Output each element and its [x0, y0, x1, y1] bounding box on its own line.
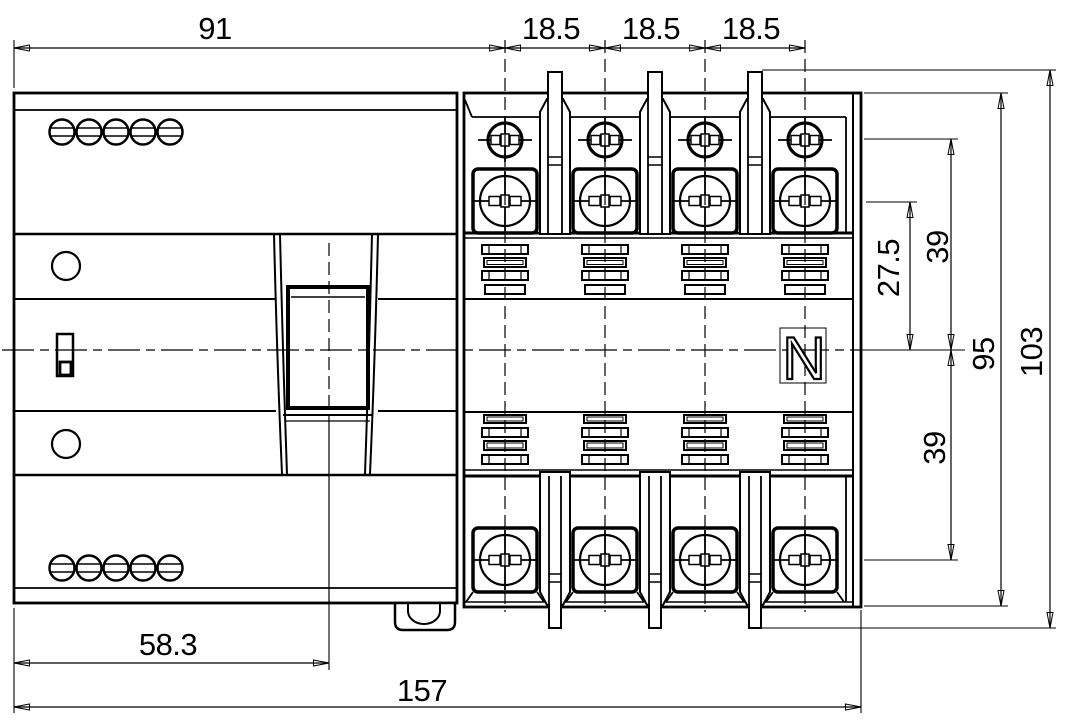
dim-pole-pitch-1: 18.5	[522, 11, 580, 46]
indicator-circle-bottom	[50, 428, 82, 460]
dim-body-height: 95	[966, 337, 1001, 370]
dim-lower-terminal-offset: 39	[917, 431, 952, 464]
dim-top-width: 91	[198, 11, 231, 46]
dimension-lines	[13, 44, 1054, 711]
dim-overall-width: 157	[397, 673, 447, 708]
n-pole-text: N	[782, 325, 825, 392]
lower-terminal-row	[465, 526, 845, 603]
dimension-labels: 91 18.5 18.5 18.5 27.5 39 39 95 103 58.3…	[139, 11, 1049, 708]
terminal-screws-top-left	[48, 118, 184, 146]
centerlines	[2, 40, 861, 612]
dim-handle-offset: 58.3	[139, 627, 197, 662]
dim-overall-height: 103	[1014, 327, 1049, 377]
terminal-screws-bottom-left	[48, 554, 184, 582]
din-rail-clip	[393, 601, 457, 632]
dim-pole-pitch-3: 18.5	[722, 11, 780, 46]
toggle-handle	[273, 233, 379, 475]
dim-screw-row-offset: 27.5	[871, 239, 906, 297]
controller-module-outline	[12, 91, 459, 605]
neutral-pole-label: N	[779, 324, 827, 393]
dim-pole-pitch-2: 18.5	[622, 11, 680, 46]
side-latch	[55, 332, 75, 378]
dim-upper-terminal-offset: 39	[920, 230, 955, 263]
indicator-circle-top	[50, 250, 82, 282]
